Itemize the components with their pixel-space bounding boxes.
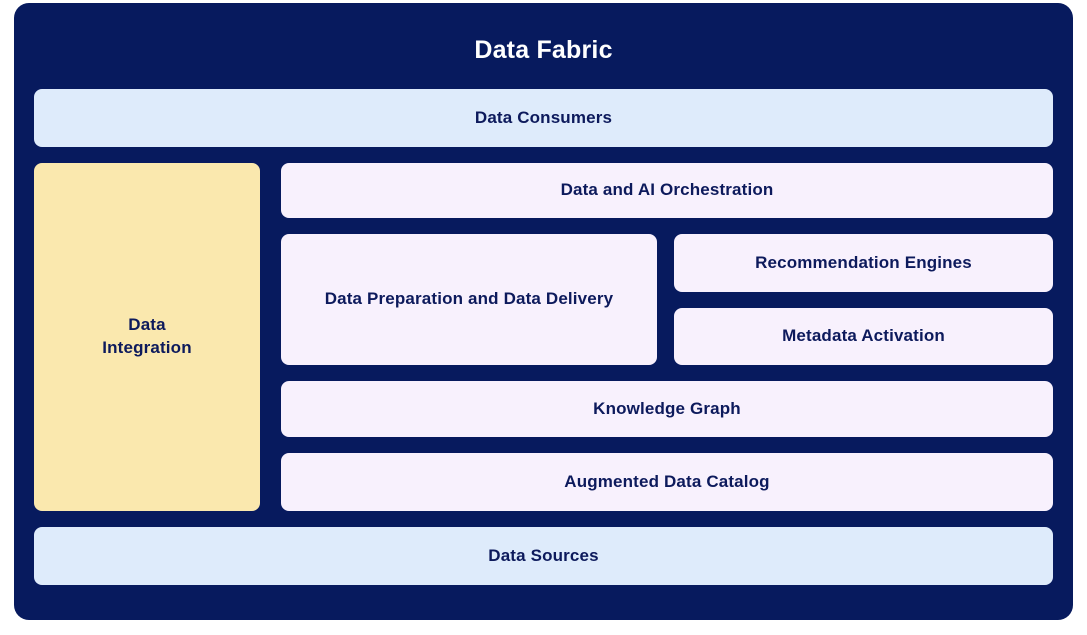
layer-data-integration-label: Data Integration: [102, 314, 191, 360]
capability-recommendation-engines-label: Recommendation Engines: [755, 252, 972, 272]
capability-data-preparation-and-data-delivery[interactable]: Data Preparation and Data Delivery: [281, 234, 657, 365]
layer-data-integration[interactable]: Data Integration: [34, 163, 260, 511]
layer-data-consumers[interactable]: Data Consumers: [34, 89, 1053, 147]
capability-data-preparation-and-data-delivery-label: Data Preparation and Data Delivery: [324, 289, 614, 309]
capability-metadata-activation[interactable]: Metadata Activation: [674, 308, 1053, 365]
capability-metadata-activation-label: Metadata Activation: [782, 326, 945, 346]
data-fabric-panel: Data Fabric Data Consumers Data Integrat…: [14, 3, 1073, 620]
capability-knowledge-graph[interactable]: Knowledge Graph: [281, 381, 1053, 437]
capability-data-and-ai-orchestration[interactable]: Data and AI Orchestration: [281, 163, 1053, 218]
layer-data-integration-label-line1: Data: [128, 315, 166, 335]
layer-data-integration-label-line2: Integration: [102, 338, 192, 357]
capability-data-and-ai-orchestration-label: Data and AI Orchestration: [560, 180, 774, 200]
page-title: Data Fabric: [474, 36, 613, 64]
capability-augmented-data-catalog[interactable]: Augmented Data Catalog: [281, 453, 1053, 511]
layer-data-consumers-label: Data Consumers: [474, 107, 613, 127]
capability-augmented-data-catalog-label: Augmented Data Catalog: [564, 471, 770, 491]
layer-data-sources[interactable]: Data Sources: [34, 527, 1053, 585]
capability-knowledge-graph-label: Knowledge Graph: [593, 398, 741, 418]
layer-data-sources-label: Data Sources: [488, 545, 599, 565]
capability-recommendation-engines[interactable]: Recommendation Engines: [674, 234, 1053, 292]
